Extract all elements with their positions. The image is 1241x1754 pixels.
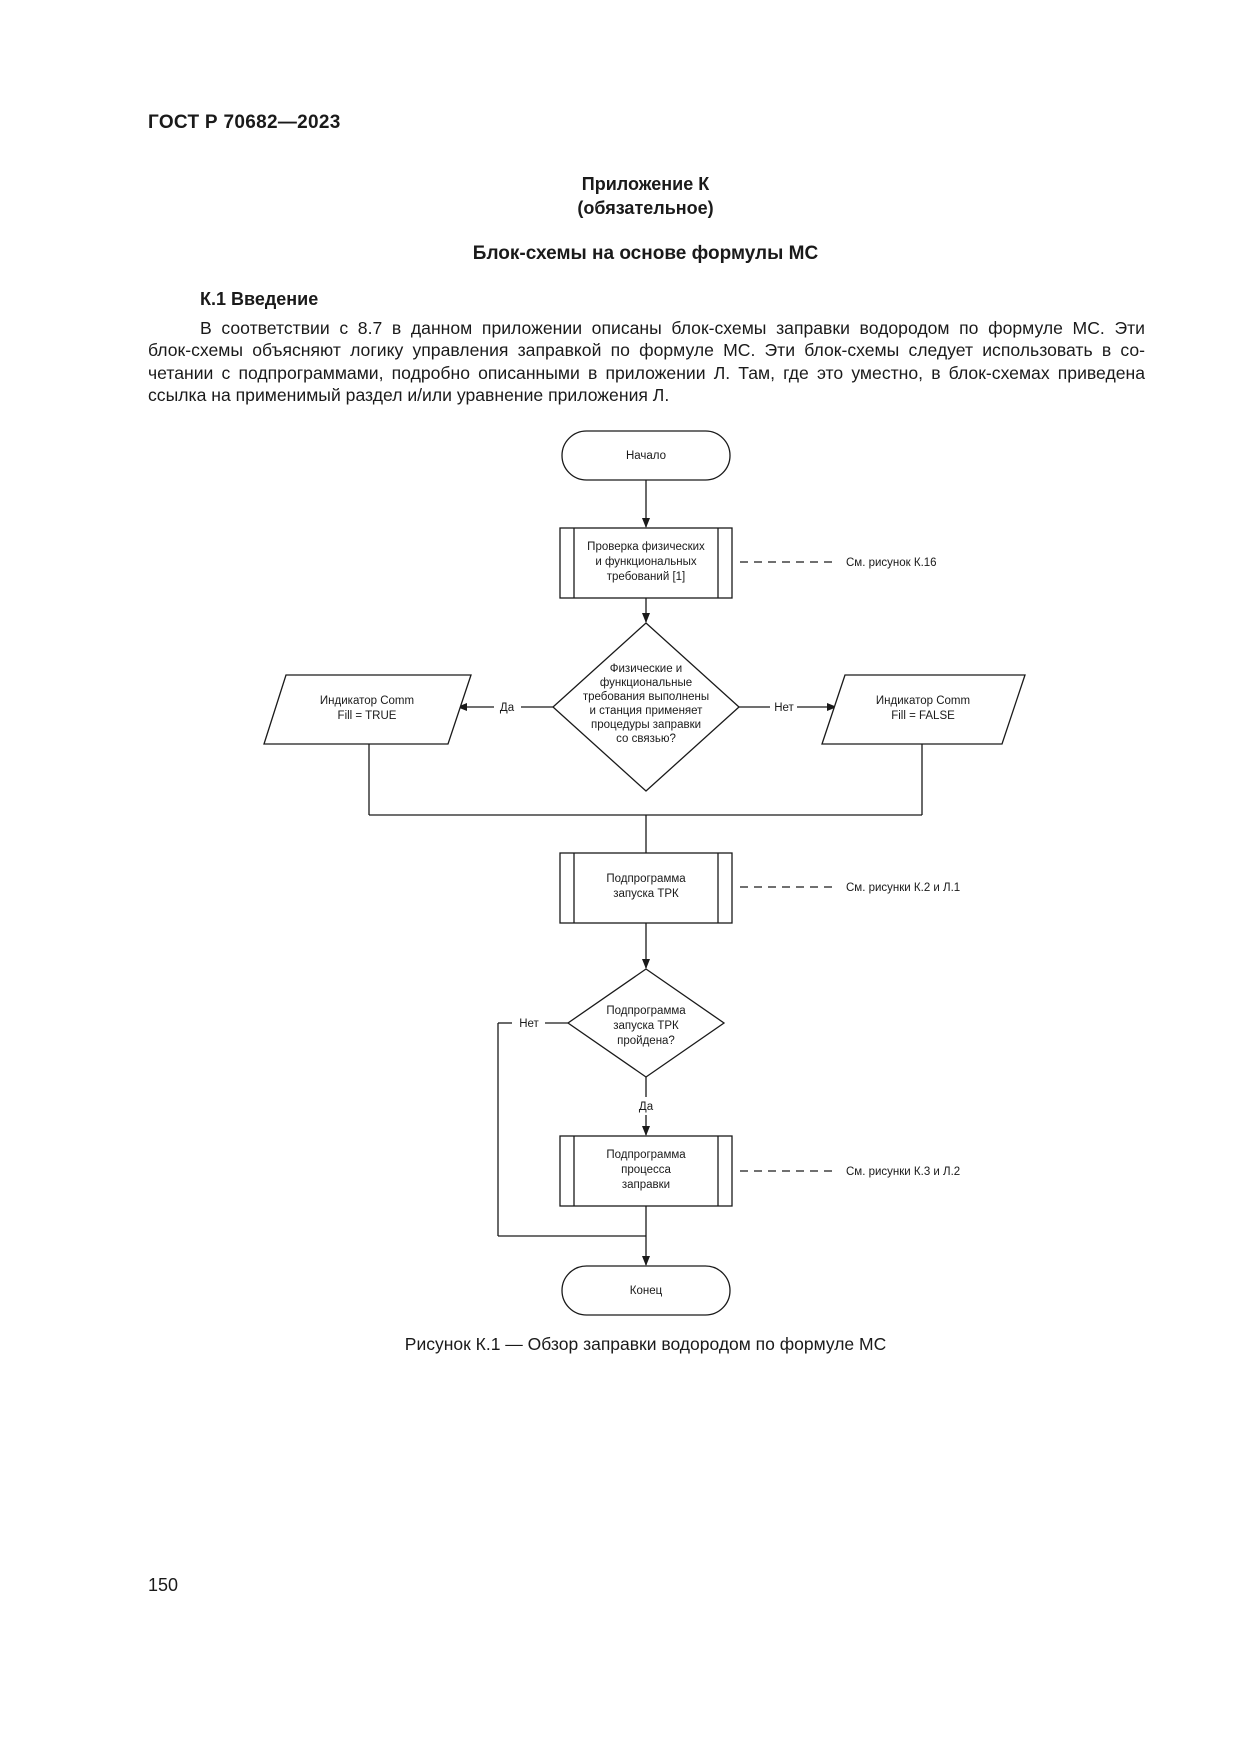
- decision2-label: запуска ТРК: [613, 1020, 679, 1032]
- paragraph-line: ссылка на применимый раздел и/или уравне…: [148, 384, 670, 405]
- paragraph-line: В соответствии с 8.7 в данном приложении…: [200, 318, 1145, 338]
- end-terminal: [561, 1265, 731, 1316]
- decision1-label: и станция применяет: [590, 705, 704, 717]
- decision1-label: функциональные: [600, 677, 692, 689]
- decision1-label: со связью?: [616, 733, 676, 745]
- process-box-label: заправки: [622, 1179, 670, 1191]
- comm-requirements-decision: [552, 622, 740, 792]
- annex-title: Приложение К: [581, 174, 710, 194]
- annex-heading: Блок-схемы на основе формулы МС: [472, 243, 819, 264]
- page-number: 150: [148, 1575, 179, 1595]
- io-true-label: Fill = TRUE: [338, 710, 397, 722]
- launch-box-label: Подпрограмма: [606, 873, 686, 885]
- yes1-label: Да: [500, 702, 515, 714]
- end-label: Конец: [630, 1285, 663, 1297]
- check-box-label: требований [1]: [607, 571, 685, 583]
- comm-fill-false-io: [821, 674, 1026, 745]
- reference-k2: См. рисунки К.2 и Л.1: [846, 882, 960, 894]
- check-box-label: Проверка физических: [587, 541, 705, 553]
- launch-subprogram-box: [559, 852, 733, 924]
- reference-k3: См. рисунки К.3 и Л.2: [846, 1166, 960, 1178]
- paragraph-line: четании с подпрограммами, подробно описа…: [148, 362, 1145, 383]
- check-requirements-box: [559, 527, 733, 599]
- document-id: ГОСТ Р 70682—2023: [148, 112, 341, 133]
- annex-header: Приложение К (обязательное): [0, 172, 1241, 220]
- decision1-label: требования выполнены: [583, 691, 709, 703]
- process-box-label: Подпрограмма: [606, 1149, 686, 1161]
- no2-label: Нет: [519, 1018, 539, 1030]
- decision1-label: Физические и: [610, 663, 682, 675]
- start-label: Начало: [626, 450, 666, 462]
- comm-fill-true-io: [263, 674, 472, 745]
- process-box-label: процесса: [621, 1164, 671, 1176]
- decision2-label: Подпрограмма: [606, 1005, 686, 1017]
- annex-status: (обязательное): [577, 198, 714, 218]
- check-box-label: и функциональных: [595, 556, 697, 568]
- figure-caption: Рисунок К.1 — Обзор заправки водородом п…: [404, 1334, 887, 1354]
- paragraph-line: блок-схемы объясняют логику управления з…: [148, 340, 1145, 361]
- yes2-label: Да: [639, 1101, 654, 1113]
- section-title: К.1 Введение: [200, 289, 319, 309]
- io-false-label: Fill = FALSE: [891, 710, 955, 722]
- intro-paragraph: В соответствии с 8.7 в данном приложении…: [148, 317, 1145, 406]
- reference-k16: См. рисунок К.16: [846, 557, 937, 569]
- decision2-label: пройдена?: [617, 1035, 675, 1047]
- no1-label: Нет: [774, 702, 794, 714]
- io-true-label: Индикатор Comm: [320, 695, 414, 707]
- io-false-label: Индикатор Comm: [876, 695, 970, 707]
- launch-box-label: запуска ТРК: [613, 888, 679, 900]
- fueling-subprogram-box: [559, 1135, 733, 1207]
- decision1-label: процедуры заправки: [591, 719, 701, 731]
